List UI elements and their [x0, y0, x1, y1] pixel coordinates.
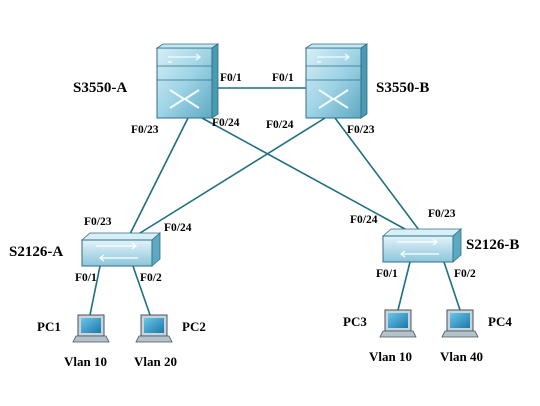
pc4-label: PC4 — [488, 314, 512, 329]
port-label: F0/24 — [266, 119, 294, 131]
port-label: F0/24 — [212, 117, 240, 129]
port-label: F0/1 — [272, 72, 294, 84]
links — [89, 87, 461, 316]
pc4-vlan-label: Vlan 40 — [440, 349, 483, 364]
switch-s3550a-icon[interactable] — [155, 43, 220, 119]
port-label: F0/1 — [75, 272, 97, 284]
pc1-icon[interactable] — [72, 314, 110, 343]
pc3-vlan-label: Vlan 10 — [369, 349, 412, 364]
port-label: F0/23 — [84, 216, 112, 228]
s3550a-label: S3550-A — [73, 80, 127, 96]
switch-s2126a-icon[interactable] — [80, 232, 162, 267]
port-label: F0/24 — [350, 214, 378, 226]
s3550b-label: S3550-B — [376, 80, 429, 96]
pc1-label: PC1 — [37, 319, 61, 334]
pc1-vlan-label: Vlan 10 — [64, 354, 107, 369]
port-label: F0/1 — [376, 268, 398, 280]
s2126b-label: S2126-B — [466, 237, 519, 253]
switch-s2126b-icon[interactable] — [381, 228, 463, 263]
link-s3550a-f023-s2126a — [127, 117, 189, 239]
port-label: F0/23 — [347, 124, 375, 136]
port-label: F0/2 — [140, 272, 162, 284]
link-s3550b-f024-s2126a — [131, 117, 326, 239]
port-label: F0/24 — [164, 222, 192, 234]
port-label: F0/23 — [131, 124, 159, 136]
s2126a-label: S2126-A — [9, 244, 63, 260]
pc3-icon[interactable] — [379, 309, 417, 338]
switch-s3550b-icon[interactable] — [304, 43, 369, 119]
link-s2126b-pc3 — [397, 261, 411, 311]
pc2-vlan-label: Vlan 20 — [134, 354, 177, 369]
link-s2126b-pc4 — [443, 261, 461, 311]
port-label: F0/23 — [428, 208, 456, 220]
port-label: F0/2 — [454, 268, 476, 280]
pc2-label: PC2 — [182, 319, 206, 334]
link-s3550a-f024-s2126b — [201, 117, 415, 235]
port-label: F0/1 — [220, 72, 242, 84]
link-s2126a-pc2 — [132, 265, 151, 316]
pc2-icon[interactable] — [135, 314, 173, 343]
link-s2126a-pc1 — [89, 265, 101, 316]
pc4-icon[interactable] — [441, 309, 479, 338]
pc3-label: PC3 — [343, 314, 367, 329]
link-s3550b-f023-s2126b — [334, 117, 423, 235]
